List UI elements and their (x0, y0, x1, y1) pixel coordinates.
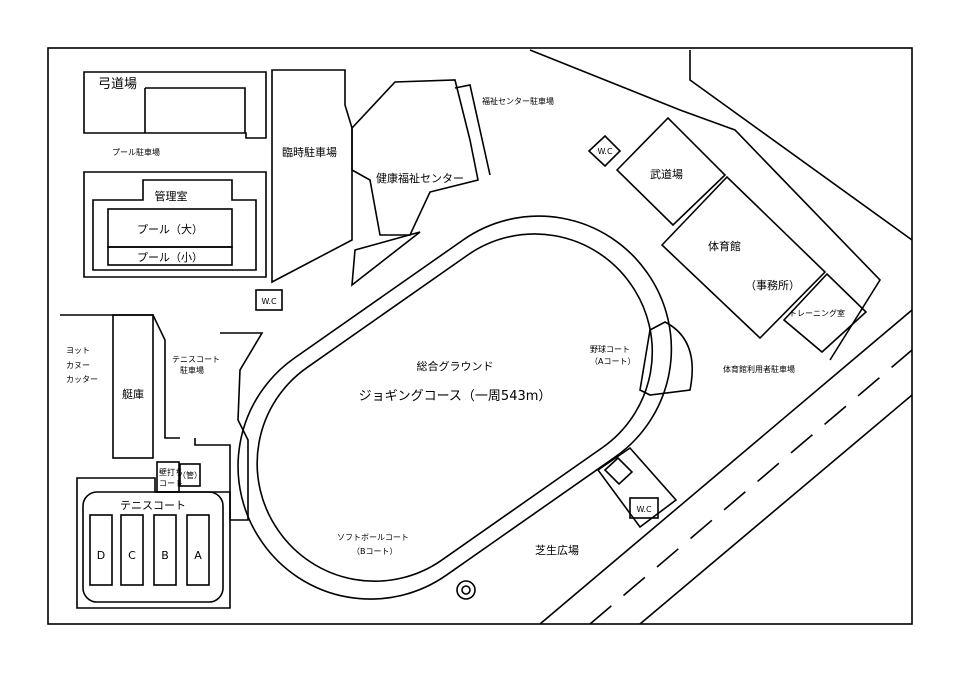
wall-court-label: 壁打ち (159, 467, 183, 477)
boats-label-3: カッター (66, 375, 98, 384)
pool-complex (83, 171, 267, 278)
road-edge-2 (639, 394, 913, 625)
tennis-area (76, 477, 231, 609)
wc-label-3: W.C (636, 505, 652, 514)
jogging-course-inner (256, 233, 654, 583)
tennis-parking-label-2: 駐車場 (180, 365, 204, 375)
boats-label-2: カヌー (66, 361, 90, 370)
tennis-parking-label: テニスコート (172, 355, 220, 364)
pool-building (92, 179, 257, 271)
baseball-sub-label: （Aコート） (590, 357, 635, 366)
monument-icon (456, 580, 476, 600)
kyudojo-label: 弓道場 (98, 77, 137, 92)
wall-court-label-2: コート (159, 479, 183, 488)
road-edge-1 (539, 309, 913, 625)
lawn-structure (596, 446, 678, 529)
jogging-course-title: ジョギングコース（一周543m） (359, 389, 552, 404)
baseball-backstop (639, 321, 693, 396)
pool-parking-label: プール駐車場 (112, 147, 160, 157)
tennis-court-b (153, 514, 177, 586)
wc-building-3 (629, 497, 659, 519)
wc-building-1 (255, 289, 283, 311)
budojo-building (615, 116, 727, 227)
temp-parking-label: 臨時駐車場 (282, 145, 337, 159)
kanrishitsu-label: 管理室 (155, 189, 188, 203)
ground-title: 総合グラウンド (417, 359, 494, 373)
tennis-court-d (89, 514, 113, 586)
tennis-court-a (186, 514, 210, 586)
gym-label: 体育館 (708, 239, 741, 253)
health-center-label: 健康福祉センター (376, 171, 464, 185)
pool-small-label: プール（小） (137, 251, 203, 264)
temp-parking-area (271, 69, 353, 284)
wc-label-1: W.C (261, 297, 277, 306)
welfare-parking-edge (454, 84, 491, 176)
gym-building (660, 175, 827, 340)
boathouse-building (112, 314, 154, 459)
gym-office-label: （事務所） (745, 278, 800, 292)
court-b-label: B (161, 549, 169, 562)
welfare-parking-label: 福祉センター駐車場 (482, 96, 554, 106)
softball-sub-label: （Bコート） (352, 547, 398, 556)
kan-label: （管） (178, 470, 202, 480)
path-edge (529, 49, 882, 361)
jogging-course-outer (237, 215, 673, 600)
monument-inner (461, 585, 471, 595)
gym-parking-label: 体育館利用者駐車場 (723, 364, 795, 374)
court-d-label: D (97, 549, 105, 562)
road-centerline (589, 349, 913, 625)
pool-large-label: プール（大） (137, 222, 203, 236)
wc-label-2: W.C (597, 147, 613, 156)
budojo-label: 武道場 (650, 167, 683, 181)
lawn-label: 芝生広場 (535, 543, 579, 557)
tennis-court-block (82, 491, 224, 603)
baseball-label: 野球コート (590, 344, 630, 354)
wc-building-2 (587, 134, 622, 168)
map-frame (47, 47, 913, 625)
tennis-parking-area (194, 332, 264, 521)
kan-building (179, 463, 201, 487)
training-room-label: トレーニング室 (789, 308, 845, 318)
north-edge (689, 50, 913, 241)
tennis-label: テニスコート (120, 499, 186, 512)
boathouse-label: 艇庫 (122, 387, 144, 401)
pool-small (107, 246, 233, 266)
training-room (782, 272, 868, 354)
tennis-court-c (120, 514, 144, 586)
planting-strip (351, 231, 421, 287)
softball-label: ソフトボールコート (337, 533, 409, 542)
court-a-label: A (194, 549, 202, 562)
health-center-building (351, 79, 479, 236)
lawn-small-box (603, 456, 634, 486)
kyudojo-building (83, 71, 267, 139)
court-c-label: C (128, 549, 136, 562)
boats-label-1: ヨット (66, 346, 90, 355)
